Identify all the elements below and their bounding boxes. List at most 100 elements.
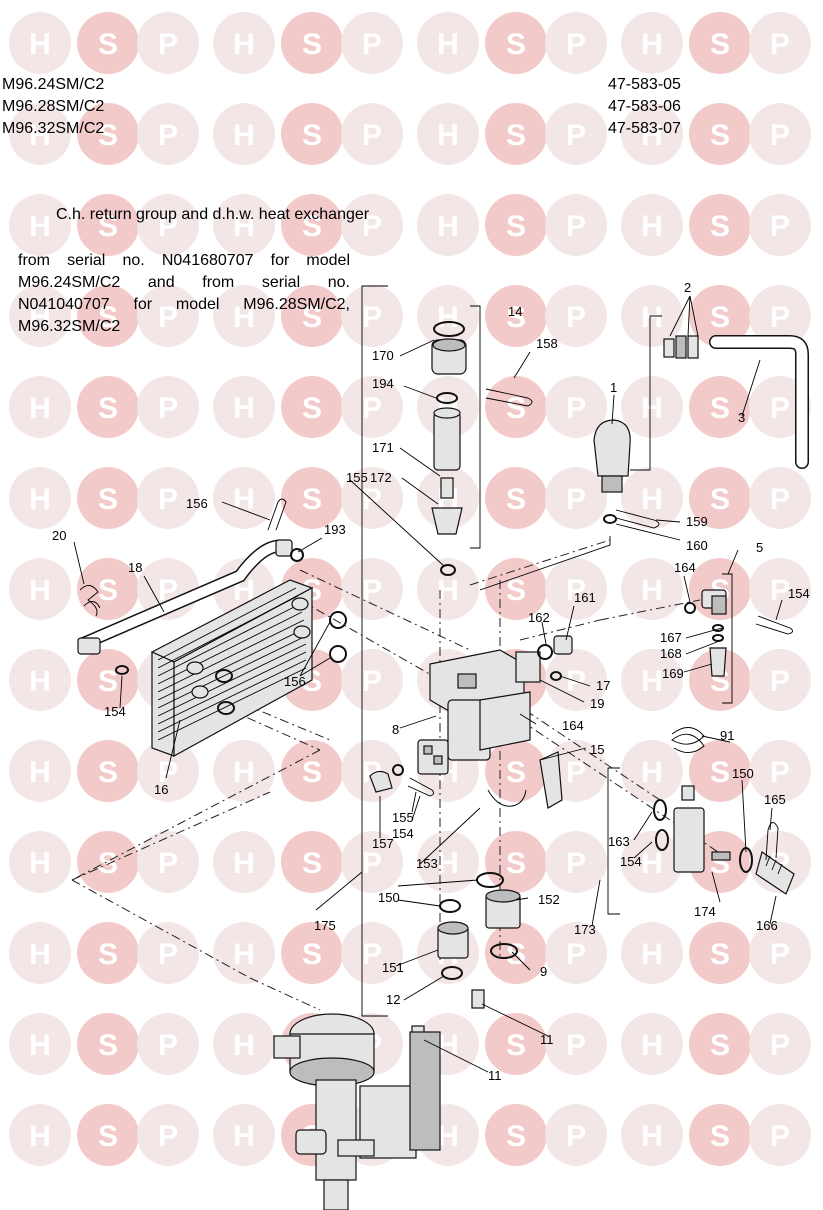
watermark-letter: H bbox=[641, 210, 663, 243]
callout-label: 16 bbox=[154, 782, 168, 797]
watermark-letter: S bbox=[302, 119, 322, 152]
watermark-letter: S bbox=[302, 28, 322, 61]
pump-assembly bbox=[273, 1013, 441, 1210]
watermark-letter: P bbox=[566, 301, 586, 334]
callout-label: 155 bbox=[346, 470, 368, 485]
watermark-letter: H bbox=[233, 392, 255, 425]
watermark-letter: S bbox=[98, 119, 118, 152]
watermark-letter: S bbox=[710, 301, 730, 334]
watermark-letter: P bbox=[362, 210, 382, 243]
watermark-letter: P bbox=[770, 665, 790, 698]
watermark-letter: S bbox=[506, 1120, 526, 1153]
watermark-letter: S bbox=[98, 210, 118, 243]
callout-label: 5 bbox=[756, 540, 763, 555]
watermark-letter: S bbox=[302, 392, 322, 425]
watermark-circle bbox=[485, 285, 547, 347]
watermark-circle bbox=[137, 1013, 199, 1075]
callout-label: 150 bbox=[378, 890, 400, 905]
callout-label: 19 bbox=[590, 696, 604, 711]
watermark-circle bbox=[341, 467, 403, 529]
watermark-letter: S bbox=[506, 847, 526, 880]
callout-label: 3 bbox=[738, 410, 745, 425]
watermark-letter: H bbox=[641, 483, 663, 516]
callout-label: 162 bbox=[528, 610, 550, 625]
watermark-circle bbox=[545, 649, 607, 711]
callout-label: 166 bbox=[756, 918, 778, 933]
watermark-letter: S bbox=[302, 301, 322, 334]
watermark-circle bbox=[9, 194, 71, 256]
watermark-letter: P bbox=[770, 1029, 790, 1062]
watermark-circle bbox=[689, 376, 751, 438]
watermark-circle bbox=[621, 12, 683, 74]
watermark-circle bbox=[417, 376, 479, 438]
watermark-letter: H bbox=[29, 392, 51, 425]
callout-label: 155 bbox=[392, 810, 414, 825]
watermark-letter: P bbox=[158, 847, 178, 880]
callout-label: 156 bbox=[284, 674, 306, 689]
watermark-letter: S bbox=[710, 119, 730, 152]
watermark-circle bbox=[621, 740, 683, 802]
watermark-circle bbox=[485, 376, 547, 438]
watermark-letter: P bbox=[770, 483, 790, 516]
watermark-letter: H bbox=[29, 483, 51, 516]
watermark-circle bbox=[137, 467, 199, 529]
part-number-2: 47-583-06 bbox=[608, 98, 681, 115]
watermark-circle bbox=[485, 12, 547, 74]
watermark-circle bbox=[341, 558, 403, 620]
callout-label: 12 bbox=[386, 992, 400, 1007]
watermark-letter: S bbox=[710, 1029, 730, 1062]
watermark-letter: S bbox=[506, 392, 526, 425]
watermark-letter: H bbox=[233, 1029, 255, 1062]
watermark-letter: S bbox=[710, 756, 730, 789]
part-number-1: 47-583-05 bbox=[608, 76, 681, 93]
watermark-circle bbox=[77, 12, 139, 74]
watermark-letter: H bbox=[437, 210, 459, 243]
watermark-circle bbox=[77, 649, 139, 711]
watermark-circle bbox=[417, 558, 479, 620]
watermark-circle bbox=[137, 285, 199, 347]
watermark-circle bbox=[213, 831, 275, 893]
watermark-circle bbox=[137, 922, 199, 984]
callout-label: 175 bbox=[314, 918, 336, 933]
watermark-circle bbox=[621, 376, 683, 438]
watermark-circle bbox=[689, 922, 751, 984]
watermark-circle bbox=[417, 12, 479, 74]
watermark-letter: H bbox=[437, 847, 459, 880]
watermark-letter: H bbox=[29, 301, 51, 334]
serial-note: from serial no. N041680707 for model M96… bbox=[18, 250, 350, 338]
watermark-circle bbox=[545, 1013, 607, 1075]
watermark-circle bbox=[689, 649, 751, 711]
callout-label: 153 bbox=[416, 856, 438, 871]
callout-label: 159 bbox=[686, 514, 708, 529]
watermark-letter: S bbox=[710, 1120, 730, 1153]
watermark-circle bbox=[341, 922, 403, 984]
watermark-letter: S bbox=[98, 756, 118, 789]
watermark-letter: S bbox=[98, 665, 118, 698]
callout-label: 172 bbox=[370, 470, 392, 485]
callout-label: 1 bbox=[610, 380, 617, 395]
watermark-circle bbox=[77, 831, 139, 893]
watermark-circle bbox=[77, 740, 139, 802]
watermark-circle bbox=[213, 1104, 275, 1166]
watermark-circle bbox=[621, 194, 683, 256]
watermark-circle bbox=[749, 649, 811, 711]
watermark-letter: P bbox=[770, 938, 790, 971]
watermark-circle bbox=[281, 467, 343, 529]
watermark-letter: P bbox=[158, 301, 178, 334]
watermark-circle bbox=[545, 467, 607, 529]
watermark-letter: P bbox=[362, 301, 382, 334]
watermark-letter: H bbox=[29, 210, 51, 243]
watermark-letter: P bbox=[770, 1120, 790, 1153]
watermark-circle bbox=[689, 740, 751, 802]
callout-label: 174 bbox=[694, 904, 716, 919]
watermark-letter: H bbox=[641, 119, 663, 152]
watermark-letter: H bbox=[29, 756, 51, 789]
watermark-circle bbox=[9, 12, 71, 74]
diagram-title: C.h. return group and d.h.w. heat exchan… bbox=[56, 206, 370, 223]
watermark-letter: H bbox=[641, 1120, 663, 1153]
watermark-circle bbox=[621, 467, 683, 529]
watermark-circle bbox=[749, 103, 811, 165]
watermark-letter: H bbox=[29, 1029, 51, 1062]
